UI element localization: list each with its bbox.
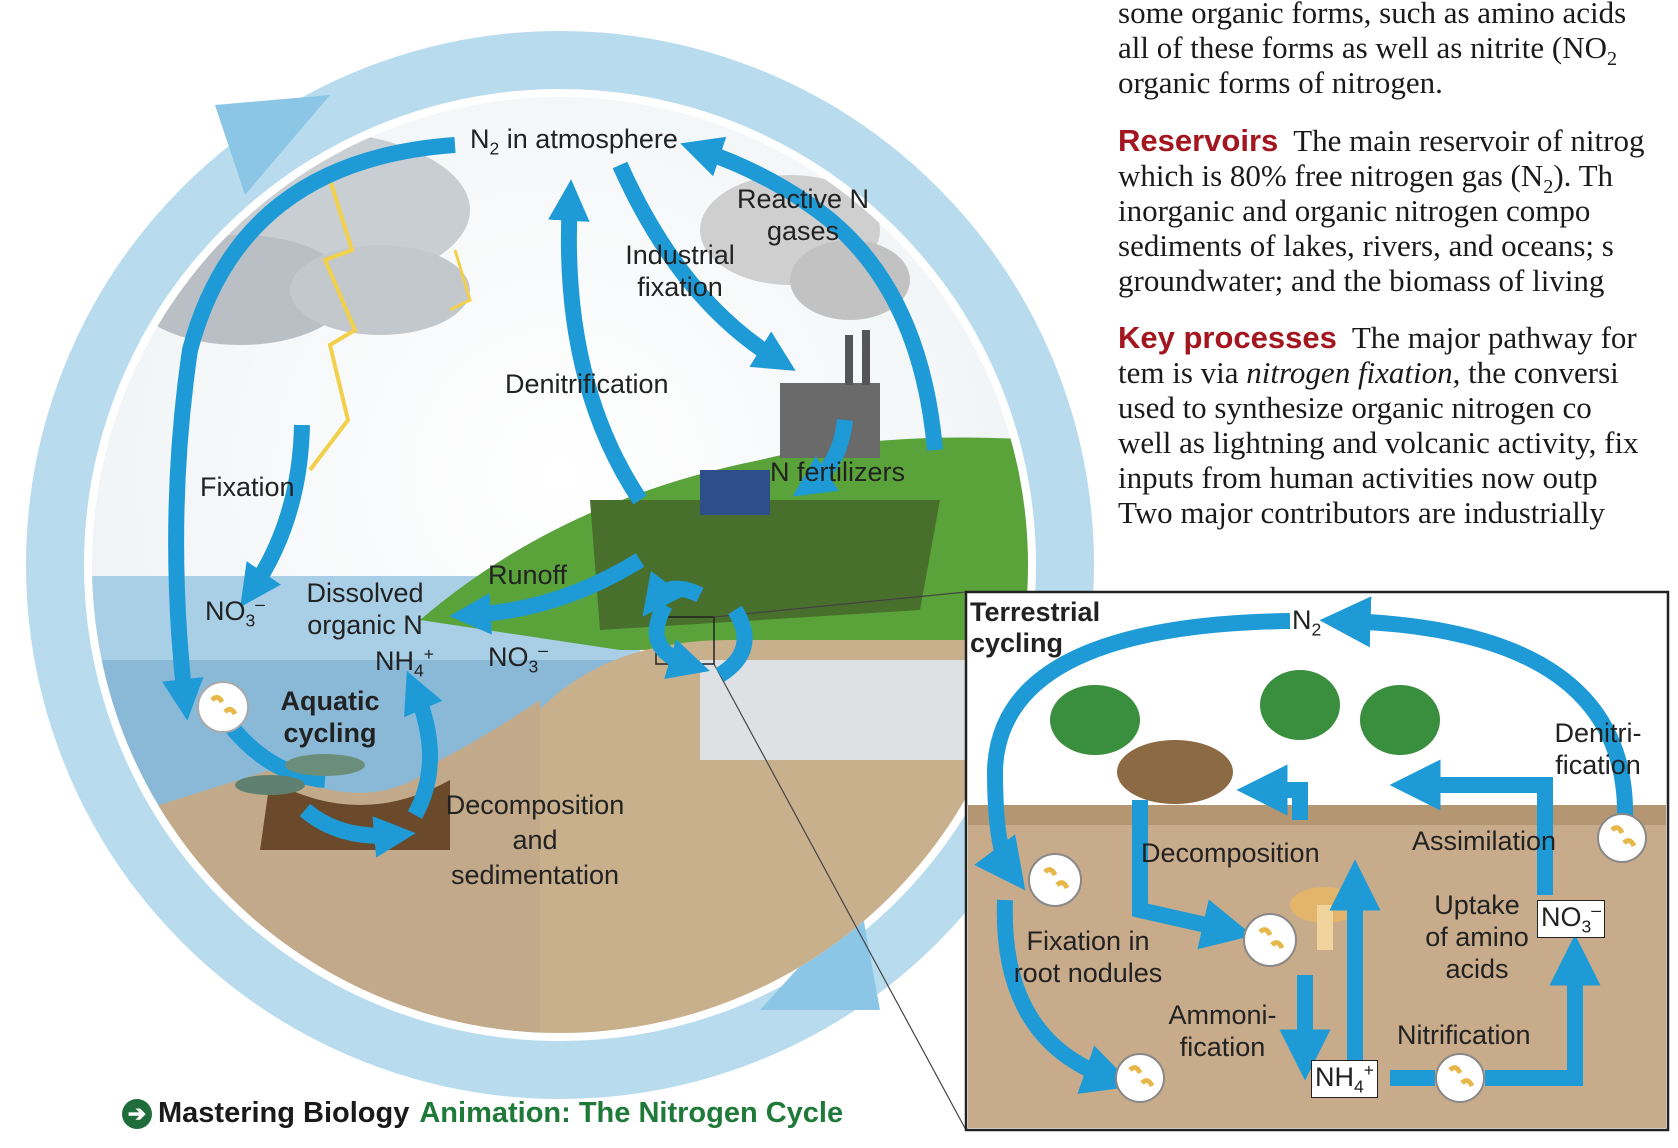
footer-animation-link[interactable]: Animation: The Nitrogen Cycle <box>419 1097 844 1129</box>
key-processes-heading: Key processes <box>1118 320 1337 355</box>
body-line: Two major contributors are industrially <box>1118 495 1605 530</box>
fish-icon <box>235 775 305 795</box>
lightning-fixation-arrow <box>240 424 310 608</box>
bacteria-icons <box>1028 813 1647 1103</box>
aquatic-bacteria-icon <box>197 681 249 733</box>
no3-aquatic-label: NO3– <box>205 594 266 631</box>
runoff-arrow <box>449 553 645 635</box>
footer-link[interactable]: ➔Mastering Biology Animation: The Nitroge… <box>122 1097 843 1130</box>
body-line: all of these forms as well as nitrite (N… <box>1118 30 1618 71</box>
body-line: inorganic and organic nitrogen compo <box>1118 193 1591 228</box>
body-line: organic forms of nitrogen. <box>1118 65 1443 100</box>
aquatic-loop-arrow-2 <box>299 803 416 858</box>
inset-no3-box: NO3– <box>1537 900 1606 938</box>
processes-paragraph-line: Key processes The major pathway for <box>1118 320 1637 355</box>
inset-n2-to-nodule-arrow <box>974 613 1291 891</box>
reservoirs-paragraph-line: Reservoirs The main reservoir of nitrog <box>1118 123 1645 158</box>
fish-icon <box>285 754 365 776</box>
inset-nitrification-label: Nitrification <box>1397 1020 1531 1050</box>
body-line: tem is via nitrogen fixation, the conver… <box>1118 355 1619 390</box>
aquatic-loop-arrow-3 <box>404 670 443 819</box>
denitrification-label: Denitrification <box>505 369 669 399</box>
body-line: inputs from human activities now outp <box>1118 460 1598 495</box>
zoom-line-top <box>713 591 967 618</box>
inset-ammonification-label: Ammoni-fication <box>1168 1000 1277 1062</box>
inset-nh4-box: NH4+ <box>1311 1060 1379 1098</box>
denitrification-arrow <box>548 179 647 505</box>
inset-nodule-to-ammonification-arrow <box>996 899 1135 1094</box>
inset-decomposition-label: Decomposition <box>1141 838 1320 868</box>
inset-denitrification-arrow <box>1319 596 1634 821</box>
inset-decomposition-arrow <box>1132 800 1253 950</box>
fixation-arrow-outer <box>162 137 456 721</box>
inset-n2-label: N2 <box>1292 605 1322 640</box>
body-line: groundwater; and the biomass of living <box>1118 263 1605 298</box>
no3-soil-label: NO3– <box>488 640 549 677</box>
soil-loop-arrow-2 <box>715 605 753 682</box>
inset-nitrification-arrow <box>1485 934 1601 1086</box>
zoom-line-bottom <box>713 663 967 1131</box>
body-line: well as lightning and volcanic activity,… <box>1118 425 1639 460</box>
body-line: sediments of lakes, rivers, and oceans; … <box>1118 228 1614 263</box>
body-line: some organic forms, such as amino acids <box>1118 0 1627 30</box>
fertilizer-arrow <box>792 418 853 497</box>
arrow-right-icon: ➔ <box>122 1099 152 1130</box>
inset-denitrification-label: Denitri-fication <box>1554 718 1642 780</box>
n2-atmosphere-label: N2 in atmosphere <box>470 124 678 159</box>
soil-loop-arrow-3 <box>642 570 704 617</box>
aquatic-loop-arrow-1 <box>223 719 326 788</box>
body-line: which is 80% free nitrogen gas (N2). Th <box>1118 158 1614 199</box>
footer-brand: Mastering Biology <box>158 1097 410 1129</box>
nh4-aquatic-label: NH4+ <box>375 644 435 681</box>
inset-decomp-up-arrow <box>1236 764 1308 820</box>
runoff-label: Runoff <box>488 560 568 590</box>
industrial-fixation-arrow <box>612 161 796 371</box>
reservoirs-heading: Reservoirs <box>1118 123 1279 158</box>
inset-assimilation-arrow <box>1389 759 1553 895</box>
n-fertilizers-label: N fertilizers <box>770 457 906 487</box>
inset-assimilation-label: Assimilation <box>1412 826 1557 856</box>
fixation-label: Fixation <box>200 472 295 502</box>
body-line: used to synthesize organic nitrogen co <box>1118 390 1592 425</box>
vole-icon <box>1117 740 1233 804</box>
reactive-gases-arrow <box>680 136 943 451</box>
